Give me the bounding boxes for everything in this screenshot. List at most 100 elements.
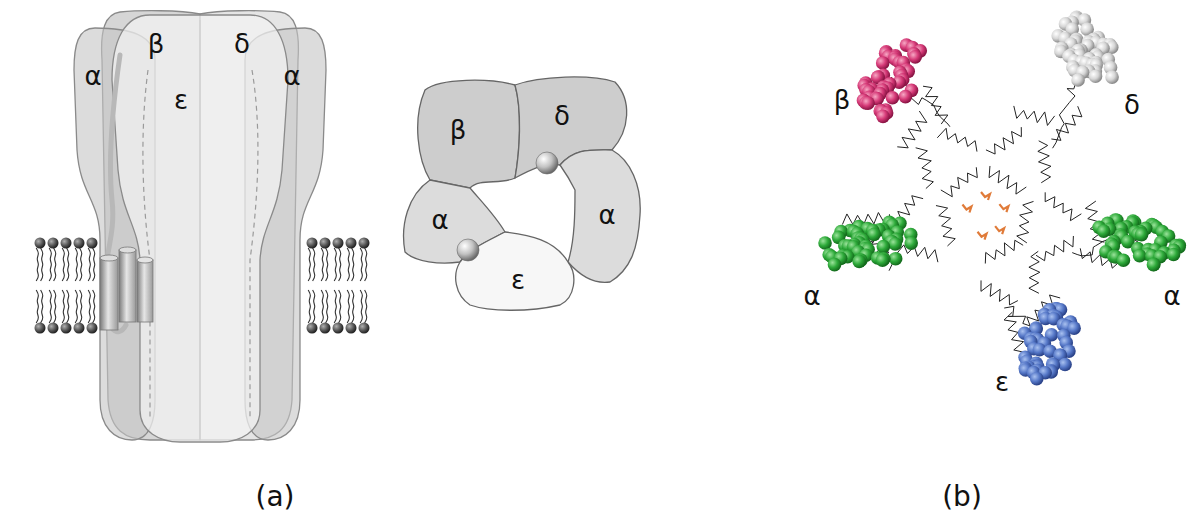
subunit-label: δ: [234, 30, 250, 59]
atom-cluster: [1051, 11, 1118, 87]
lipid-tail: [339, 248, 341, 281]
subunit-label: α: [1163, 282, 1180, 311]
lipid-tail: [88, 248, 90, 281]
helix-trace: [897, 245, 938, 262]
lipid-head: [87, 323, 98, 334]
lipid-tail: [75, 248, 77, 281]
atom-spheres: [818, 11, 1186, 386]
lipid-head: [333, 323, 344, 334]
lipid-head: [35, 238, 46, 249]
lipid-tail: [352, 248, 354, 281]
lipid-tail: [49, 290, 51, 323]
helix-trace: [1014, 106, 1055, 126]
subunit-label: α: [84, 62, 101, 91]
atom-sphere: [1117, 253, 1131, 267]
atom-sphere: [886, 91, 900, 105]
atom-sphere: [828, 258, 842, 272]
lipid-tail: [365, 290, 367, 323]
lipid-head: [359, 323, 370, 334]
helix-cylinder: [137, 257, 153, 322]
subunit-label: α: [803, 282, 820, 311]
atom-sphere: [1089, 69, 1103, 83]
subunit-label: δ: [554, 102, 570, 131]
atom-sphere: [876, 56, 890, 70]
atom-sphere: [1135, 228, 1149, 242]
lipid-head: [74, 238, 85, 249]
helix-trace: [1017, 201, 1034, 242]
lipid-tail: [321, 290, 323, 323]
subunit-label: ε: [511, 266, 525, 295]
atom-sphere: [1147, 258, 1161, 272]
atom-cluster: [1018, 302, 1081, 385]
atom-sphere: [1030, 372, 1044, 386]
lipid-head: [346, 238, 357, 249]
lipid-tail: [321, 248, 323, 281]
hidden-edge: [250, 70, 258, 420]
atom-sphere: [852, 255, 866, 269]
subunit-outline: [456, 232, 574, 310]
lipid-head: [333, 238, 344, 249]
subunit-outline: [560, 150, 640, 282]
atom-sphere: [1071, 73, 1085, 87]
lipid-tail: [339, 290, 341, 323]
helix-trace: [1051, 106, 1082, 140]
subunit-label: α: [283, 62, 300, 91]
helix-trace: [916, 148, 934, 189]
helix-trace: [923, 86, 948, 124]
backbone-trace: [842, 52, 1138, 352]
lipid-tail: [360, 290, 362, 323]
lipid-head: [307, 238, 318, 249]
helix-cylinder: [100, 255, 118, 330]
subunit-label: α: [598, 201, 615, 230]
subunit-label: β: [148, 30, 165, 59]
panel-label: (a): [255, 482, 294, 513]
lipid-head: [87, 238, 98, 249]
atom-sphere: [1167, 248, 1181, 262]
helix-trace: [985, 240, 1023, 263]
lipid-tail: [313, 290, 315, 323]
lipid-tail: [347, 290, 349, 323]
lipid-tail: [67, 248, 69, 281]
lipid-tail: [49, 248, 51, 281]
atom-sphere: [899, 90, 913, 104]
lipid-tail: [41, 248, 43, 281]
helix-trace: [986, 127, 1021, 154]
side-chain: [962, 205, 971, 213]
subunit-label: ε: [995, 368, 1009, 397]
lipid-tail: [326, 248, 328, 281]
lipid-tail: [313, 248, 315, 281]
subunit-outline: [112, 15, 288, 442]
atom-cluster: [818, 215, 918, 271]
helix-trace: [941, 167, 977, 196]
lipid-tail: [308, 248, 310, 281]
lipid-tail: [80, 290, 82, 323]
helix-trace: [937, 128, 977, 151]
helix-trace: [981, 280, 1018, 304]
panel-label: (b): [942, 482, 982, 513]
lipid-tail: [62, 248, 64, 281]
lipid-tail: [365, 248, 367, 281]
subunit-shape: β: [410, 76, 524, 190]
helix-trace: [1036, 236, 1073, 261]
lipid-head: [346, 323, 357, 334]
helix-cylinder: [119, 247, 136, 322]
lipid-tail: [360, 248, 362, 281]
subunit-outline: [418, 80, 520, 188]
lipid-tail: [93, 290, 95, 323]
atom-sphere: [888, 237, 902, 251]
lipid-tail: [36, 248, 38, 281]
subunit-label: β: [450, 116, 467, 145]
axis-line: [200, 20, 201, 440]
lipid-head: [320, 323, 331, 334]
lipid-head: [48, 238, 59, 249]
lipid-head: [320, 238, 331, 249]
lipid-tail: [93, 248, 95, 281]
lipid-head: [74, 323, 85, 334]
lipid-tail: [54, 290, 56, 323]
lipid-head: [359, 238, 370, 249]
subunit-label: ε: [174, 86, 188, 115]
lipid-tail: [326, 290, 328, 323]
helix-trace: [897, 111, 927, 148]
atom-sphere: [889, 252, 903, 266]
